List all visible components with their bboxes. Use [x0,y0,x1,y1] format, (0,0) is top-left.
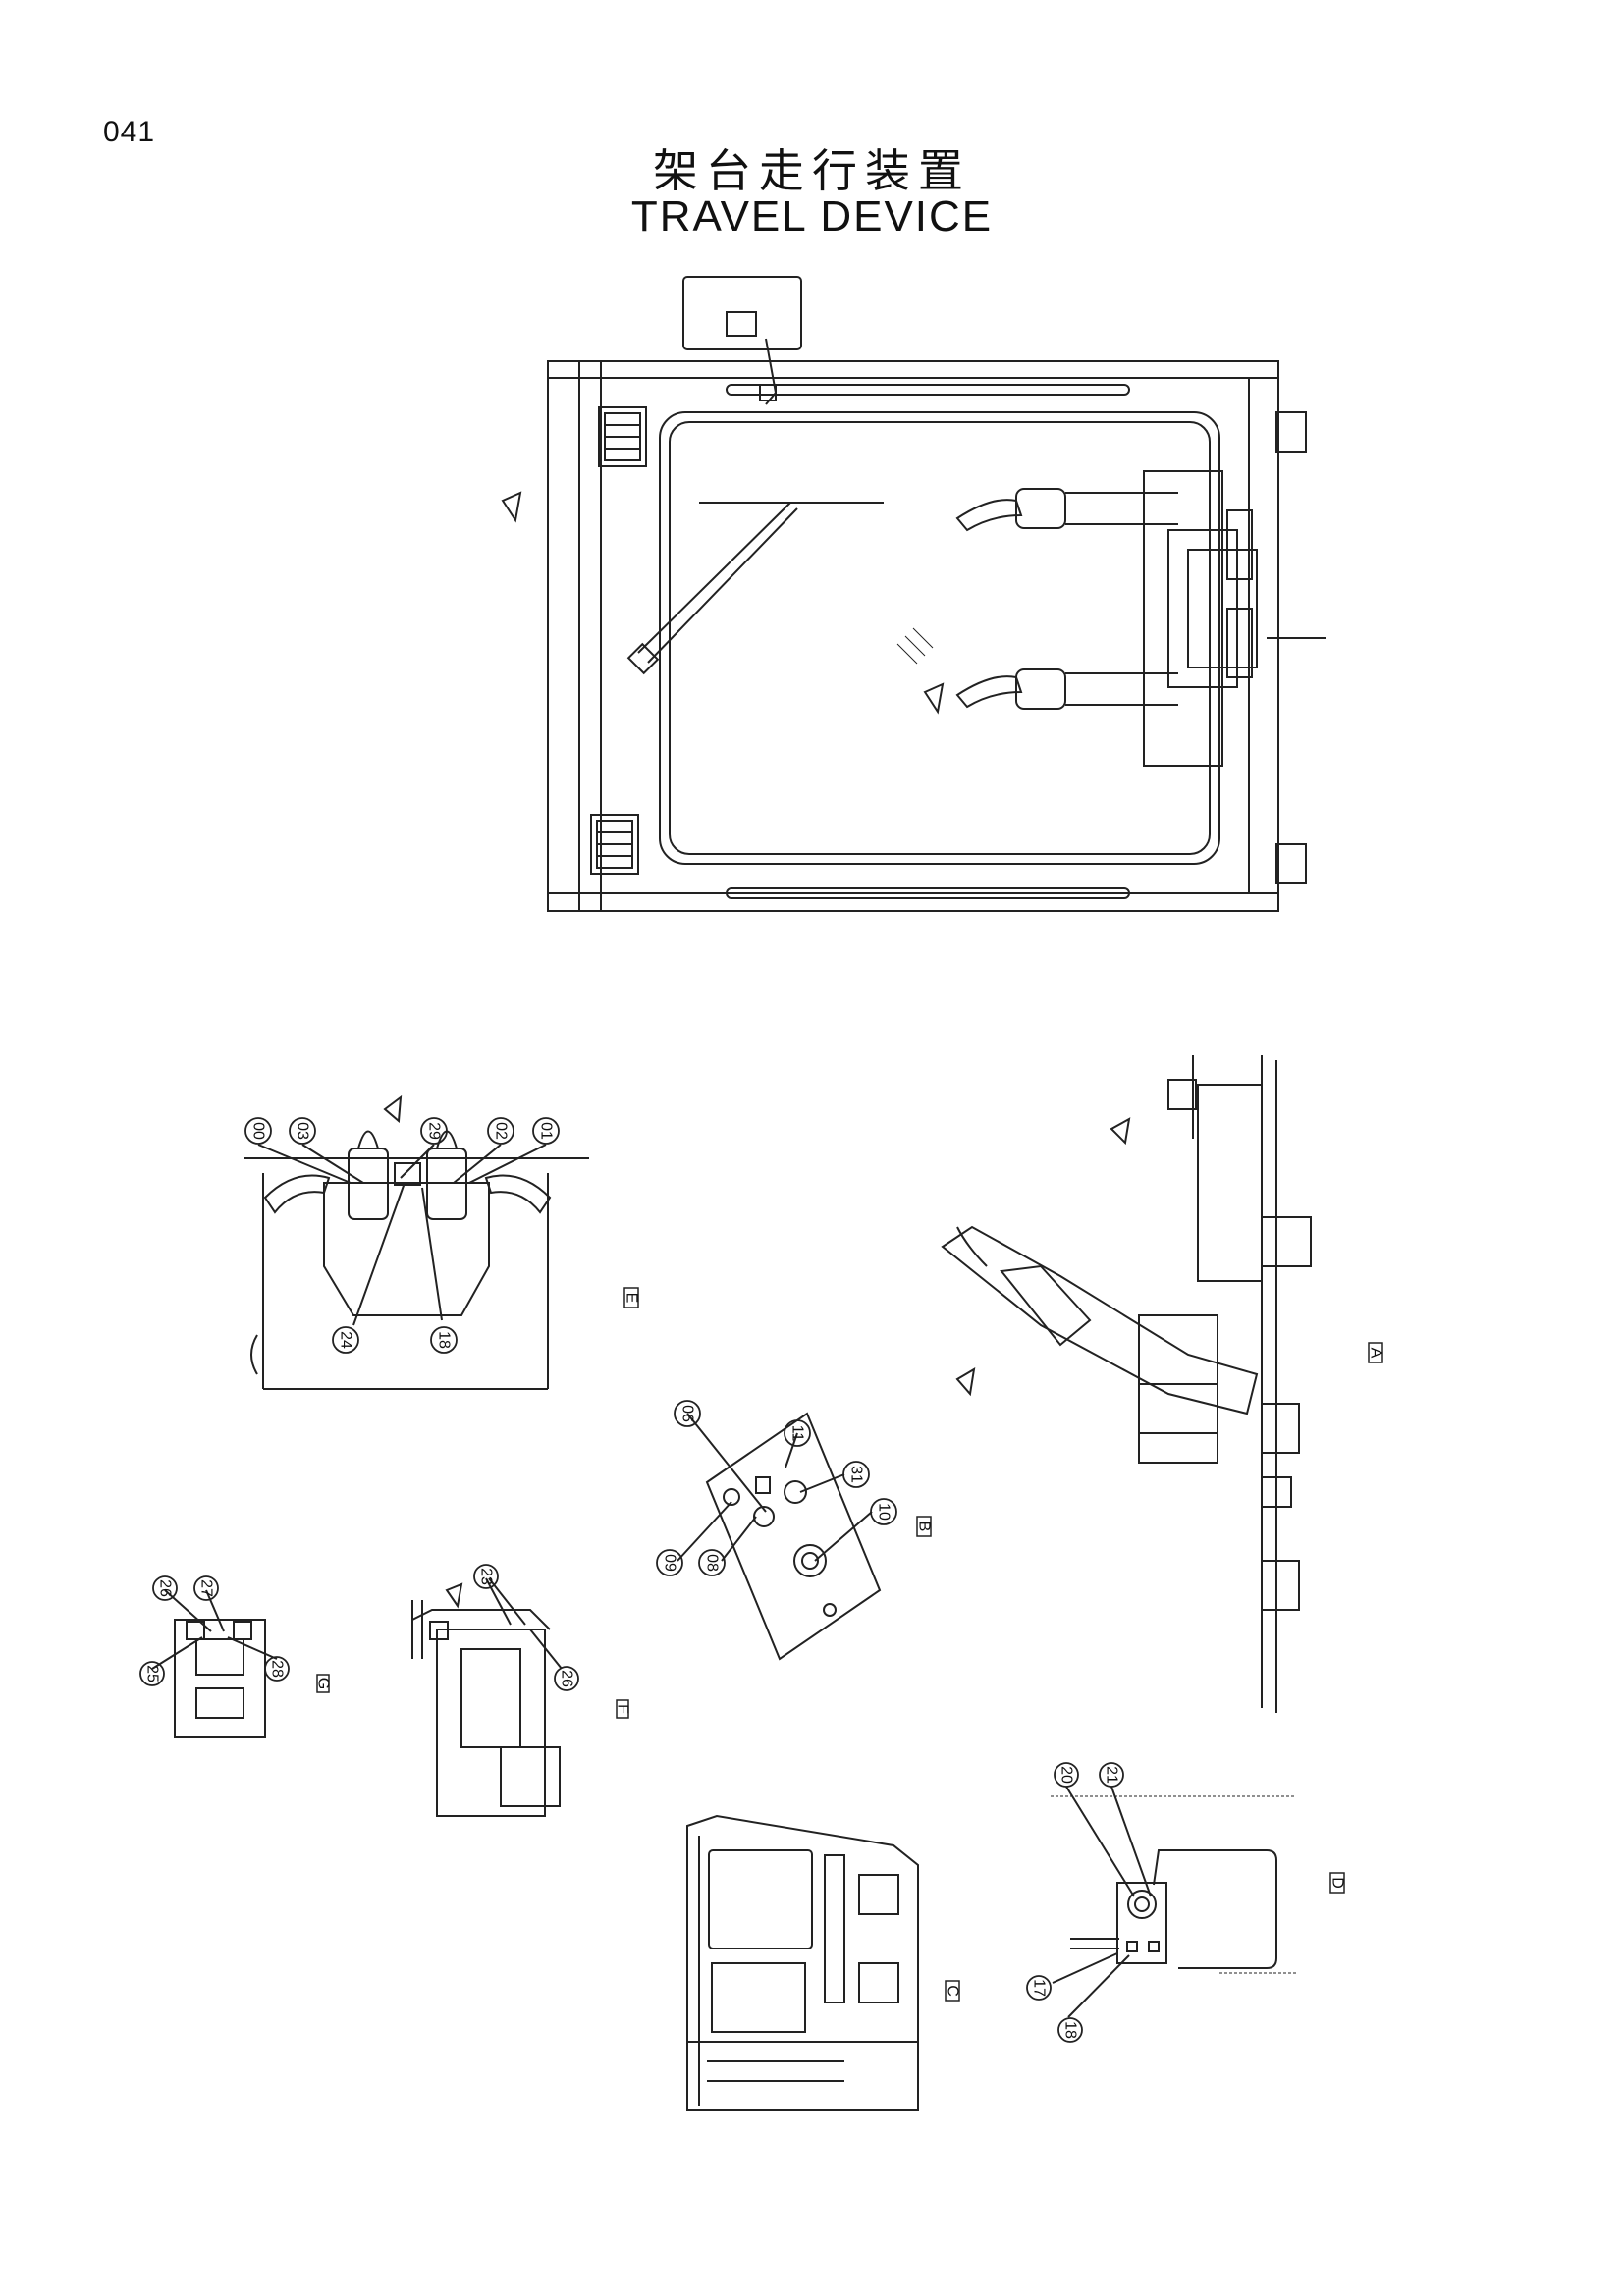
view-label-g: G [315,1678,332,1689]
balloon-b31: 31 [848,1466,865,1483]
view-f [411,1564,629,1817]
view-d [1026,1762,1345,2043]
cab-plan-view [501,276,1326,912]
balloon-g26: 26 [157,1579,174,1597]
view-g [139,1575,330,1738]
balloon-g25: 25 [144,1665,161,1682]
balloon-b08: 08 [704,1554,721,1572]
balloon-e29: 29 [426,1122,443,1140]
view-label-d: D [1329,1877,1346,1889]
balloon-d20: 20 [1058,1766,1075,1784]
balloon-e24: 24 [338,1331,354,1349]
title-english: TRAVEL DEVICE [630,192,994,240]
balloon-d21: 21 [1104,1766,1120,1784]
balloon-e00: 00 [250,1122,267,1140]
balloon-g27: 27 [198,1579,215,1597]
balloon-b09: 09 [662,1554,678,1572]
view-label-f: F [615,1704,631,1714]
balloon-b11: 11 [789,1425,806,1442]
balloon-d18: 18 [1062,2021,1079,2039]
view-e-pedals [244,1095,639,1390]
view-c [686,1814,960,2111]
balloon-e03: 03 [295,1122,311,1140]
balloon-d17: 17 [1031,1979,1048,1997]
title-chinese: 架台走行装置 [653,144,971,197]
balloon-f23: 23 [478,1568,495,1585]
view-label-e: E [623,1293,640,1304]
view-label-c: C [945,1985,961,1997]
balloon-g28: 28 [269,1660,286,1678]
view-a-side [941,1055,1383,1713]
balloon-b10: 10 [876,1503,893,1521]
view-b-switch-panel [656,1400,932,1661]
view-label-b: B [916,1522,933,1532]
balloon-b06: 06 [679,1405,696,1422]
view-label-a: A [1368,1348,1384,1359]
balloon-f26: 26 [559,1670,575,1687]
page-number: 041 [103,116,156,148]
balloon-e01: 01 [538,1122,555,1140]
balloon-e02: 02 [493,1122,510,1140]
balloon-e18: 18 [436,1331,453,1349]
